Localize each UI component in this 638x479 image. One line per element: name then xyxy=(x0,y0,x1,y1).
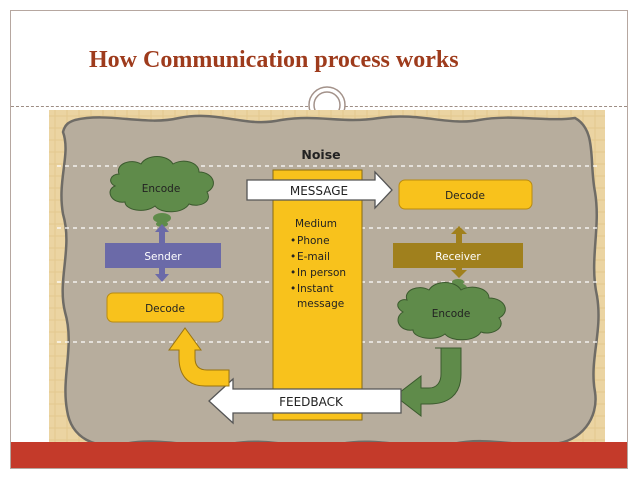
medium-heading: Medium xyxy=(295,218,337,230)
medium-item-phone: Phone xyxy=(297,235,330,247)
medium-bullet: • xyxy=(290,235,296,247)
medium-bullet: • xyxy=(290,283,296,295)
medium-column xyxy=(272,169,363,421)
receiver-label: Receiver xyxy=(435,251,481,263)
receiver-encode-label: Encode xyxy=(432,308,471,320)
slide: How Communication process works Noise xyxy=(10,10,628,469)
footer-bar xyxy=(11,442,627,468)
receiver-decode-label: Decode xyxy=(445,190,485,202)
message-arrow xyxy=(246,170,393,210)
receiver-box xyxy=(393,243,523,268)
sender-encode-cloud xyxy=(109,156,214,213)
medium-item-email: E-mail xyxy=(297,251,330,263)
feedback-arrow xyxy=(208,377,402,425)
medium-item-message: message xyxy=(297,298,344,310)
feedback-label: FEEDBACK xyxy=(279,395,344,409)
receiver-encode-cloud xyxy=(397,282,506,341)
sender-box xyxy=(105,243,221,268)
sender-label: Sender xyxy=(144,251,182,263)
slide-title: How Communication process works xyxy=(89,47,459,73)
sender-decode-box xyxy=(106,292,224,323)
noise-label: Noise xyxy=(301,147,340,162)
message-label: MESSAGE xyxy=(290,184,348,198)
medium-item-instant: Instant xyxy=(297,283,334,295)
medium-list: Medium • Phone • E-mail • In person • In… xyxy=(290,218,346,310)
receiver-decode-box xyxy=(398,179,533,210)
communication-process-diagram: Noise Medium • Phone • E-mail • In perso… xyxy=(49,110,605,454)
sender-encode-stem xyxy=(153,213,171,223)
medium-bullet: • xyxy=(290,267,296,279)
sender-decode-label: Decode xyxy=(145,303,185,315)
feedback-to-decode-arrow xyxy=(168,327,230,387)
sender-encode-label: Encode xyxy=(142,183,181,195)
medium-item-in-person: In person xyxy=(297,267,346,279)
medium-bullet: • xyxy=(290,251,296,263)
